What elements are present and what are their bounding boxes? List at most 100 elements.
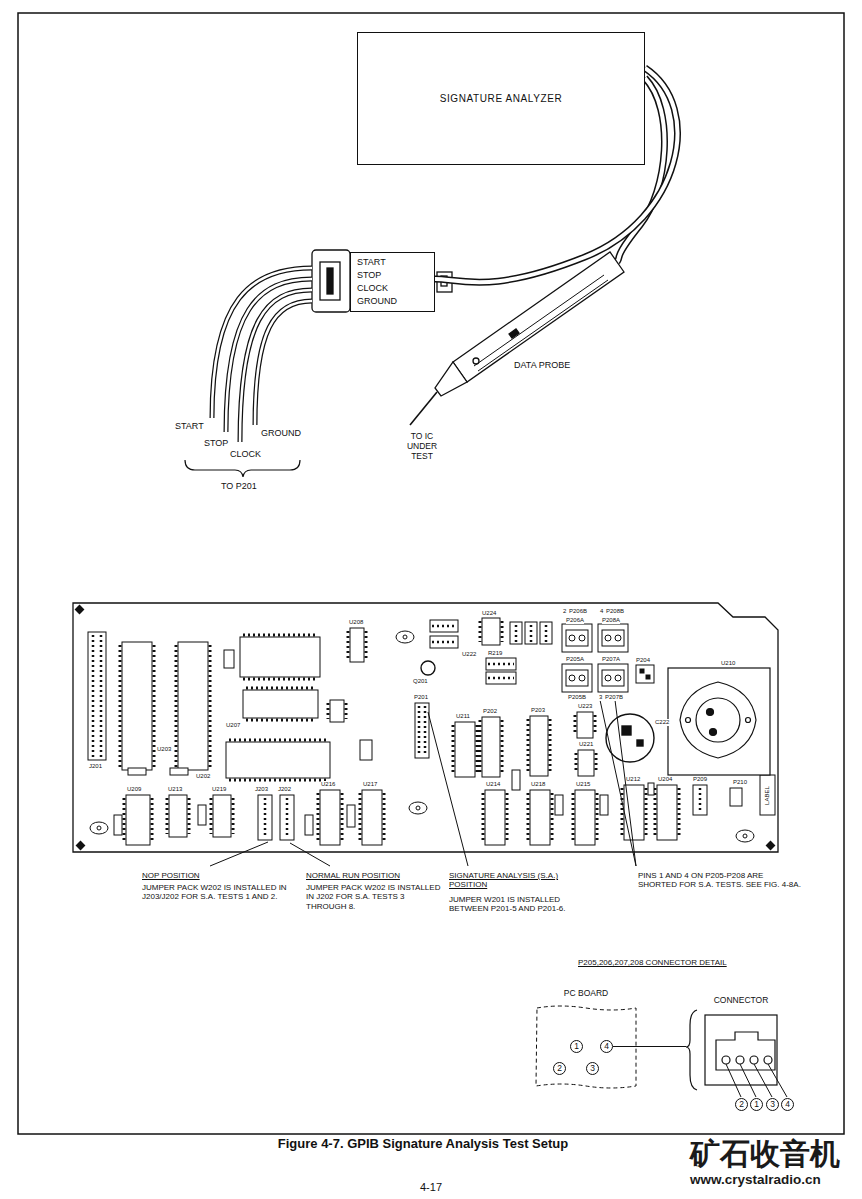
data-probe bbox=[478, 280, 608, 371]
connector-header bbox=[615, 635, 621, 641]
pin-number-circle: 2 bbox=[553, 1062, 566, 1075]
pin-number-circle: 3 bbox=[586, 1062, 599, 1075]
annotation-text: JUMPER PACK W202 IS INSTALLED IN J202 FO… bbox=[306, 883, 444, 911]
capacitor bbox=[421, 661, 654, 762]
node-text: 4 bbox=[604, 1042, 609, 1051]
power-transistor bbox=[696, 698, 740, 742]
ic-package bbox=[577, 712, 593, 738]
node-text: 1 bbox=[754, 1100, 759, 1109]
capacitor bbox=[421, 661, 435, 675]
connector-header bbox=[579, 675, 585, 681]
mounting-hole bbox=[743, 834, 747, 838]
connector-header bbox=[640, 669, 644, 673]
mounting-hole bbox=[396, 631, 414, 643]
ic-package bbox=[362, 790, 382, 845]
part-label: U207 bbox=[226, 722, 240, 729]
ic-package bbox=[122, 642, 152, 770]
ic-package bbox=[240, 637, 320, 677]
pin-number-circle: 1 bbox=[570, 1040, 583, 1053]
header-connector bbox=[486, 672, 516, 684]
connector-body bbox=[705, 1015, 777, 1085]
header-connector bbox=[636, 665, 654, 683]
part-label: P204 bbox=[636, 657, 650, 664]
ic-package bbox=[330, 700, 344, 722]
connector-detail: CONNECTOR bbox=[686, 995, 781, 1090]
node-text: GROUND bbox=[357, 295, 428, 308]
header-connector bbox=[760, 775, 775, 815]
part-label: U214 bbox=[486, 781, 500, 788]
connector-body bbox=[736, 1056, 744, 1064]
part-label: P203 bbox=[531, 707, 545, 714]
small-component bbox=[114, 650, 654, 835]
ic-package bbox=[530, 790, 550, 845]
part-label: J201 bbox=[89, 763, 102, 770]
part-label: LABEL bbox=[764, 786, 771, 805]
ic-package bbox=[485, 790, 505, 845]
node-text: 3 bbox=[770, 1100, 775, 1109]
ic-package bbox=[455, 722, 475, 777]
leader-line bbox=[210, 842, 268, 866]
header-connector bbox=[88, 620, 775, 840]
node-text: 1 bbox=[574, 1042, 579, 1051]
part-label: U213 bbox=[168, 786, 182, 793]
annotation-text: NOP POSITION bbox=[142, 871, 200, 880]
data-probe bbox=[410, 392, 437, 425]
capacitor bbox=[606, 714, 654, 762]
ic-pins bbox=[120, 621, 679, 842]
connector-header bbox=[598, 624, 628, 652]
small-component bbox=[128, 768, 146, 775]
power-transistor bbox=[668, 668, 770, 775]
corner-mark bbox=[75, 605, 776, 851]
header-connector bbox=[415, 703, 429, 758]
part-label: P202 bbox=[483, 708, 497, 715]
connector-header bbox=[579, 635, 585, 641]
pod-wires bbox=[240, 290, 312, 442]
connector-body bbox=[764, 1056, 772, 1064]
part-label: P210 bbox=[733, 779, 747, 786]
annotation-text: TO IC UNDER TEST bbox=[400, 431, 444, 461]
small-component bbox=[114, 815, 122, 835]
data-probe bbox=[509, 329, 519, 338]
mounting-hole bbox=[90, 631, 754, 842]
connector-header bbox=[562, 624, 592, 652]
bracket bbox=[686, 1010, 697, 1090]
annotation-text: SIGNATURE ANALYSIS (S.A.) POSITION bbox=[449, 871, 577, 890]
node-text: 2 bbox=[739, 1100, 744, 1109]
part-label: U223 bbox=[578, 703, 592, 710]
small-component bbox=[600, 795, 608, 815]
header-connector bbox=[486, 658, 516, 670]
capacitor bbox=[622, 726, 631, 735]
annotation-text: CLOCK bbox=[230, 449, 261, 460]
ic-package bbox=[657, 785, 677, 840]
pin-leader bbox=[726, 1064, 787, 1097]
connector-header bbox=[566, 630, 588, 646]
leader-line bbox=[428, 712, 468, 866]
connector-header bbox=[569, 675, 575, 681]
annotation-text: www.crystalradio.cn bbox=[690, 1172, 821, 1188]
node-text: START bbox=[357, 256, 428, 269]
capacitor bbox=[637, 740, 643, 746]
page-frame bbox=[18, 13, 844, 1134]
part-label: J203 bbox=[255, 786, 268, 793]
power-transistor bbox=[746, 718, 751, 723]
node-text: CLOCK bbox=[357, 282, 428, 295]
power-transistor bbox=[680, 682, 756, 758]
ic-package bbox=[482, 717, 500, 777]
part-label: Q201 bbox=[413, 678, 428, 685]
connector-header bbox=[598, 664, 628, 692]
part-label: U224 bbox=[482, 610, 496, 617]
ic-package bbox=[350, 628, 364, 662]
power-transistor bbox=[686, 718, 691, 723]
ic-package bbox=[226, 742, 330, 778]
part-label: U203 bbox=[157, 746, 171, 753]
small-component bbox=[170, 768, 188, 775]
ic-pins bbox=[229, 635, 327, 780]
small-component bbox=[347, 805, 355, 827]
node-text: CONNECTOR bbox=[686, 995, 777, 1006]
data-probe bbox=[473, 358, 479, 364]
part-label: U218 bbox=[531, 781, 545, 788]
ic-package bbox=[169, 795, 187, 837]
part-label: U210 bbox=[721, 660, 735, 667]
node-text: 4 bbox=[785, 1100, 790, 1109]
page-frame bbox=[18, 13, 844, 1134]
